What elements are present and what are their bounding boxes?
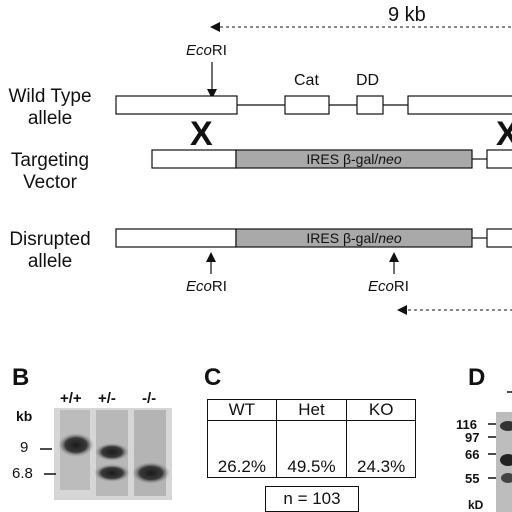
ecori-label-top: EcoRI (186, 42, 227, 59)
gel-b-lane-label-wt: +/+ (60, 390, 82, 407)
genotype-value-wt: 26.2% (207, 420, 277, 478)
ecori-label-bottom-left: EcoRI (186, 278, 227, 295)
wt-5prime-box (115, 95, 238, 115)
wt-cat-exon (284, 95, 330, 115)
disrupted-line1: Disrupted (9, 229, 91, 250)
gel-d-marker-97: 97 (465, 430, 480, 445)
scale-arrowhead-top (210, 22, 220, 32)
gel-b-marker-9: 9 (20, 439, 29, 456)
gel-d-band-116 (500, 421, 512, 431)
wt-3prime-box (407, 95, 512, 115)
ecori-bottom-right-arrowhead (389, 252, 399, 262)
gel-b-lane-label-ko: -/- (142, 390, 157, 407)
gel-b-lane2-9kb-band (95, 443, 129, 461)
gel-b-lane2-68kb-band (94, 464, 130, 482)
targeting-line2: Vector (23, 172, 77, 193)
wild-type-line2: allele (27, 108, 73, 129)
genotype-value-het: 49.5% (275, 420, 348, 478)
targeting-line1: Targeting (10, 150, 90, 171)
exon-label-dd: DD (356, 72, 380, 89)
gel-d-band-55 (501, 473, 512, 483)
row-label-targeting-vector: Targeting Vector (0, 150, 100, 194)
gel-b-lane1-9kb-band (58, 433, 94, 457)
genotype-table: WT Het KO 26.2% 49.5% 24.3% (207, 399, 416, 478)
wt-dd-exon (356, 95, 384, 115)
ecori-top-arrowhead (207, 89, 217, 99)
tv-3prime-arm (486, 149, 512, 169)
crossover-mark-right: X (496, 115, 512, 153)
disrupted-line2: allele (27, 251, 73, 272)
crossover-mark-left: X (190, 115, 213, 153)
row-label-disrupted-allele: Disrupted allele (0, 229, 100, 273)
row-label-wild-type: Wild Type allele (0, 86, 100, 130)
genotype-header-wt: WT (207, 399, 277, 421)
panel-b-letter: B (12, 364, 30, 391)
gel-d-unit: kD (468, 498, 484, 512)
scale-label-9kb: 9 kb (388, 4, 426, 26)
gel-b-unit: kb (16, 408, 33, 424)
genotype-header-ko: KO (346, 399, 416, 421)
exon-label-cat: Cat (294, 72, 319, 89)
genotype-value-ko: 24.3% (346, 420, 416, 478)
da-3prime-box (486, 228, 512, 248)
scale-arrowhead-bottom (397, 305, 407, 315)
wild-type-line1: Wild Type (8, 86, 92, 107)
gel-b-lane3-68kb-band (132, 462, 170, 484)
gel-d-marker-55: 55 (465, 471, 480, 486)
sample-count-box: n = 103 (265, 486, 359, 512)
genotype-header-het: Het (275, 399, 348, 421)
tv-cassette-label: IRES β-gal/neo (306, 151, 402, 167)
panel-d-letter: D (468, 364, 486, 391)
gel-d-band-66 (500, 454, 512, 466)
gel-d-marker-116: 116 (456, 417, 477, 432)
ecori-bottom-left-arrowhead (206, 252, 216, 262)
da-cassette-label: IRES β-gal/neo (306, 230, 402, 246)
ecori-label-bottom-right: EcoRI (368, 278, 409, 295)
panel-c-letter: C (204, 364, 222, 391)
da-5prime-box (115, 228, 237, 248)
gel-d-marker-66: 66 (465, 447, 480, 462)
gel-b-lane-label-het: +/- (98, 390, 116, 407)
gel-b-marker-68: 6.8 (12, 465, 33, 482)
